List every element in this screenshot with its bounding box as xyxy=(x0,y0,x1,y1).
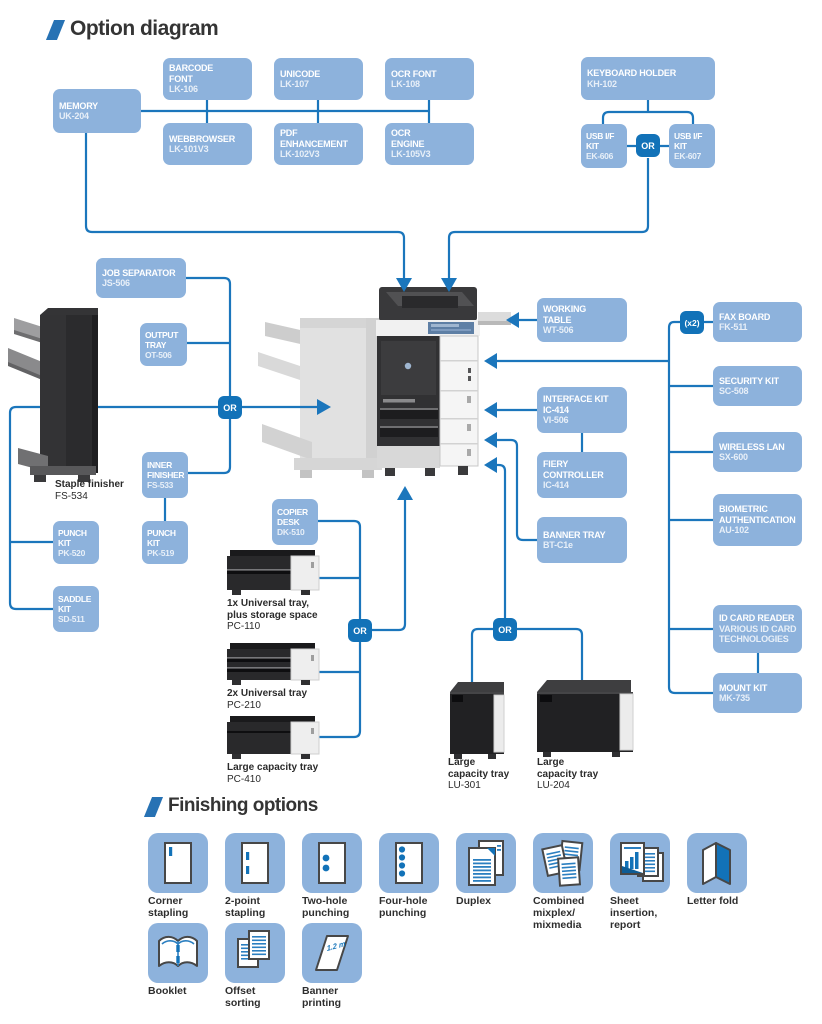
finishing-label: Duplex xyxy=(456,895,492,907)
arrowheads xyxy=(241,278,519,500)
tray-lu204-illustration xyxy=(537,680,634,757)
finishing-tile-sheet-insertion-report xyxy=(610,833,670,893)
or-node-pc-trays: OR xyxy=(348,619,372,642)
finishing-tile-duplex xyxy=(456,833,516,893)
finishing-tile-booklet xyxy=(148,923,208,983)
tray-pc410-illustration xyxy=(227,716,320,759)
or-node-usb: OR xyxy=(636,134,660,157)
finishing-label: Letter fold xyxy=(687,895,739,907)
offset-sorting-icon xyxy=(237,930,270,968)
finishing-tile-combined-mixplex-mixmedia xyxy=(533,833,593,893)
section-title: Finishing options xyxy=(168,795,318,816)
finishing-label: Offset sorting xyxy=(225,985,261,1009)
finishing-label: Corner stapling xyxy=(148,895,189,919)
finishing-label: Combined mixplex/ mixmedia xyxy=(533,895,585,931)
connector-lines xyxy=(8,100,760,739)
page-title: Option diagram xyxy=(70,17,219,40)
finishing-tile-offset-sorting xyxy=(225,923,285,983)
finishing-label: Four-hole punching xyxy=(379,895,428,919)
finishing-tile-four-hole-punching xyxy=(379,833,439,893)
finishing-label: Two-hole punching xyxy=(302,895,350,919)
finishing-tile-banner-printing: 1.2 m xyxy=(302,923,362,983)
tray-pc110-illustration xyxy=(227,550,320,595)
sheet-insertion-report-icon xyxy=(620,842,664,882)
staple-finisher-illustration xyxy=(8,308,98,482)
or-node-finisher: OR xyxy=(218,396,242,419)
letter-fold-icon xyxy=(702,842,731,885)
finishing-tile-two-hole-punching xyxy=(302,833,362,893)
corner-stapling-icon xyxy=(164,842,192,884)
finishing-label: Banner printing xyxy=(302,985,342,1009)
2-point-stapling-icon xyxy=(241,842,269,884)
finishing-options-header: Finishing options xyxy=(143,795,318,817)
option-diagram-header: Option diagram xyxy=(45,17,219,40)
tray-pc210-illustration xyxy=(227,643,320,685)
finishing-tile-corner-stapling xyxy=(148,833,208,893)
combined-mixplex-mixmedia-icon xyxy=(541,839,584,887)
finishing-tile-letter-fold xyxy=(687,833,747,893)
duplex-icon xyxy=(468,840,504,886)
two-hole-punching-icon xyxy=(318,842,346,884)
finishing-label: 2-point stapling xyxy=(225,895,266,919)
banner-printing-icon: 1.2 m xyxy=(315,935,349,971)
four-hole-punching-icon xyxy=(395,842,423,884)
x2-badge: (x2) xyxy=(680,311,704,334)
finishing-tile-2-point-stapling xyxy=(225,833,285,893)
ghost-finisher-illustration xyxy=(258,318,382,478)
finishing-label: Sheet insertion, report xyxy=(610,895,658,931)
booklet-icon xyxy=(158,935,198,967)
or-node-lu-trays: OR xyxy=(493,618,517,641)
printer-illustration xyxy=(376,287,511,476)
finishing-label: Booklet xyxy=(148,985,187,997)
tray-lu301-illustration xyxy=(450,682,505,759)
